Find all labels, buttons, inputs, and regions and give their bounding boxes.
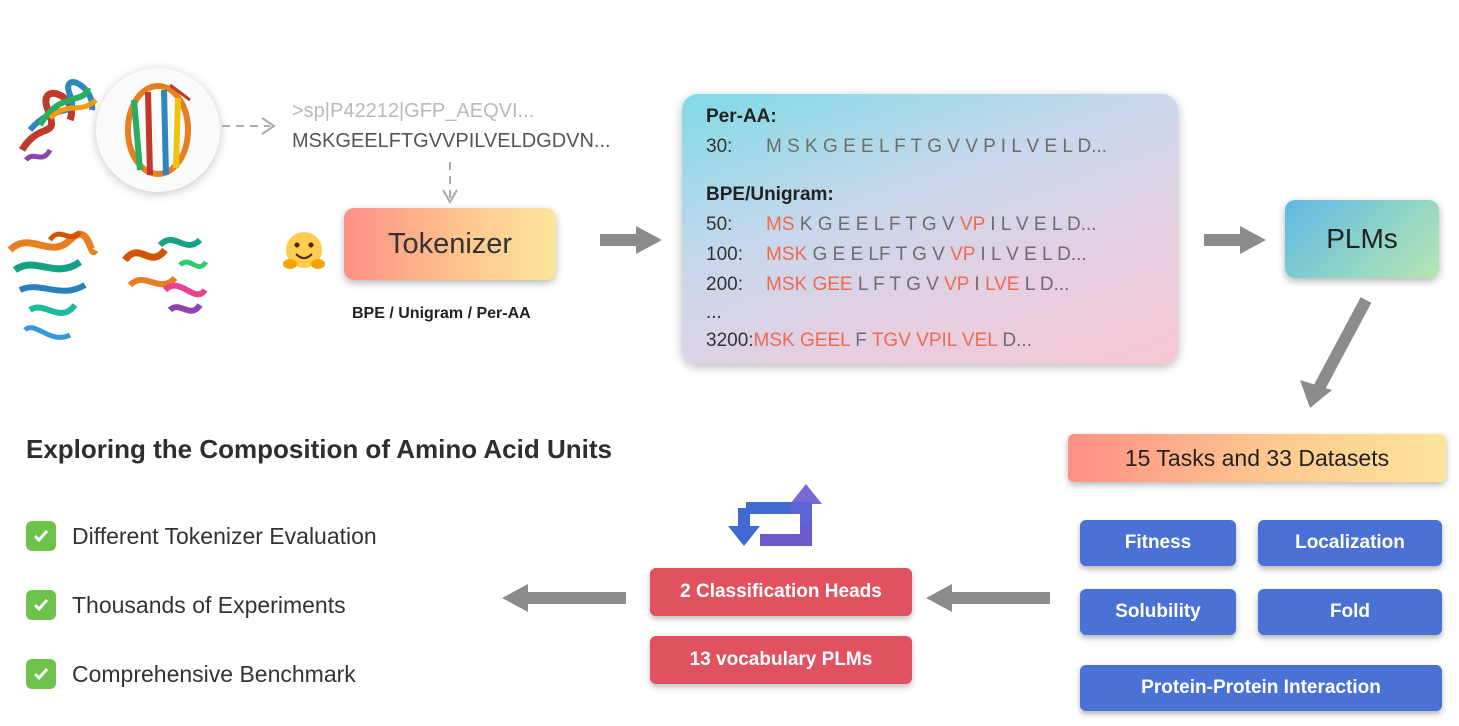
tasks-label: 15 Tasks and 33 Datasets: [1124, 444, 1390, 471]
merged-token: MS: [766, 214, 795, 235]
arrow-tasks-to-heads: [926, 584, 1050, 612]
exploration-title: Exploring the Composition of Amino Acid …: [26, 434, 612, 464]
dashed-arrow-to-tokenizer: [442, 162, 458, 204]
refresh-loop-icon: [728, 484, 822, 546]
tasks-datasets-box: 15 Tasks and 33 Datasets: [1068, 434, 1446, 482]
vocab-size: 3200:: [706, 330, 754, 351]
protein-structure-complex-b: [122, 237, 209, 314]
merged-token: MSK GEE: [766, 274, 853, 295]
tokenizer-methods: BPE / Unigram / Per-AA: [352, 305, 531, 322]
merged-token: MSK GEEL: [753, 330, 850, 351]
finding-item: Different Tokenizer Evaluation: [26, 521, 377, 551]
classification-heads-box: 2 Classification Heads: [650, 568, 912, 616]
single-residues: G E E LF T G V: [807, 244, 951, 265]
tokenizer-label: Tokenizer: [387, 227, 513, 260]
dashed-arrow-to-sequence: [222, 117, 276, 135]
merged-token: LVE: [984, 274, 1020, 295]
token-sequence: MS K G E E L F T G V VP I L V E L D...: [766, 214, 1097, 235]
token-sequence: MSK GEE L F T G V VP I LVE L D...: [766, 274, 1069, 295]
per-aa-sequence: M S K G E E L F T G V V P I L V E L D...: [766, 136, 1108, 157]
single-residues: I L V E L D...: [984, 214, 1097, 235]
bpe-row: 100: MSK G E E LF T G V VP I L V E L D...: [706, 244, 1087, 266]
merged-token: MSK: [766, 244, 808, 265]
task-localization: Localization: [1258, 520, 1442, 566]
arrow-plms-to-tasks: [1300, 297, 1372, 408]
vocab-size: 200:: [706, 274, 743, 295]
task-fitness: Fitness: [1080, 520, 1236, 566]
sequence-header: >sp|P42212|GFP_AEQVI...: [292, 100, 535, 122]
plms-label: PLMs: [1326, 223, 1398, 254]
merged-token: VP: [944, 274, 970, 295]
task-fold: Fold: [1258, 589, 1442, 635]
merged-token: TGV VPIL VEL: [871, 330, 998, 351]
single-residues: L F T G V: [852, 274, 945, 295]
arrow-panel-to-plms: [1204, 226, 1266, 254]
single-residues: D...: [997, 330, 1032, 351]
bpe-title: BPE/Unigram:: [706, 184, 834, 205]
tokenizer-box: Tokenizer: [344, 208, 556, 280]
checkmark-icon: [26, 590, 56, 620]
single-residues: L D...: [1019, 274, 1070, 295]
hugging-face-icon: [283, 232, 325, 269]
protein-structure-helix: [19, 79, 98, 162]
bpe-row: 200: MSK GEE L F T G V VP I LVE L D...: [706, 274, 1069, 296]
merged-token: VP: [959, 214, 985, 235]
checkmark-icon: [26, 659, 56, 689]
single-residues: K G E E L F T G V: [794, 214, 960, 235]
finding-item: Comprehensive Benchmark: [26, 659, 356, 689]
task-solubility: Solubility: [1080, 589, 1236, 635]
finding-label: Comprehensive Benchmark: [72, 660, 356, 687]
bpe-row: 50: MS K G E E L F T G V VP I L V E L D..…: [706, 214, 1097, 236]
finding-label: Different Tokenizer Evaluation: [72, 522, 377, 549]
checkmark-icon: [26, 521, 56, 551]
single-residues: I: [969, 274, 985, 295]
finding-item: Thousands of Experiments: [26, 590, 346, 620]
vocabulary-plms-box: 13 vocabulary PLMs: [650, 636, 912, 684]
vocab-size: 100:: [706, 244, 743, 265]
protein-structure-barrel: [125, 83, 191, 177]
token-sequence: MSK GEEL F TGV VPIL VEL D...: [754, 330, 1032, 351]
ellipsis: ...: [706, 302, 722, 323]
token-sequence: MSK G E E LF T G V VP I L V E L D...: [766, 244, 1087, 265]
plms-box: PLMs: [1285, 200, 1439, 278]
vocab-size: 50:: [706, 214, 733, 235]
arrow-tokenizer-to-panel: [600, 226, 662, 254]
tokenization-panel: Per-AA: 30: M S K G E E L F T G V V P I L…: [682, 94, 1178, 364]
sequence-residues: MSKGEELFTGVVPILVELDGDVN...: [292, 130, 611, 152]
single-residues: F: [850, 330, 872, 351]
arrow-heads-to-findings: [502, 584, 626, 612]
task-ppi: Protein-Protein Interaction: [1080, 665, 1442, 711]
single-residues: I L V E L D...: [975, 244, 1087, 265]
merged-token: VP: [950, 244, 976, 265]
bpe-row-last: 3200:MSK GEEL F TGV VPIL VEL D...: [706, 330, 1032, 352]
vocab-size: 30:: [706, 136, 733, 157]
per-aa-title: Per-AA:: [706, 106, 777, 127]
protein-structure-complex-a: [7, 230, 99, 340]
per-aa-row: 30: M S K G E E L F T G V V P I L V E L D…: [706, 136, 1107, 158]
finding-label: Thousands of Experiments: [72, 591, 346, 618]
